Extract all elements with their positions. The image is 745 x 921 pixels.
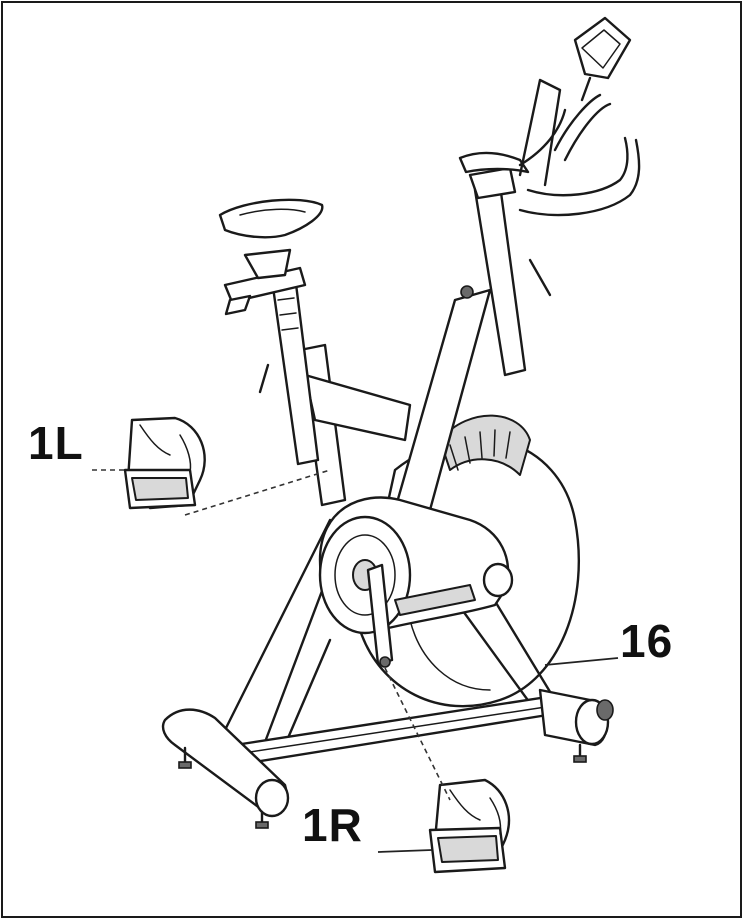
seat-assembly xyxy=(218,198,324,466)
callout-label-16: 16 xyxy=(620,615,674,667)
left-pedal xyxy=(123,416,206,510)
right-pedal-guide-line xyxy=(384,667,451,801)
right-pedal xyxy=(428,778,511,874)
callout-16-leader xyxy=(544,657,619,666)
callout-label-1r: 1R xyxy=(302,799,363,851)
callout-label-1l: 1L xyxy=(28,417,84,469)
callout-1r-leader xyxy=(377,849,433,853)
bike-frame xyxy=(218,288,568,766)
handlebar-assembly xyxy=(458,16,641,377)
left-pedal-guide-line xyxy=(184,469,331,516)
crank-arm xyxy=(366,563,394,668)
crank-housing xyxy=(318,496,514,635)
front-stabilizer xyxy=(538,688,614,763)
rear-stabilizer xyxy=(161,708,290,829)
